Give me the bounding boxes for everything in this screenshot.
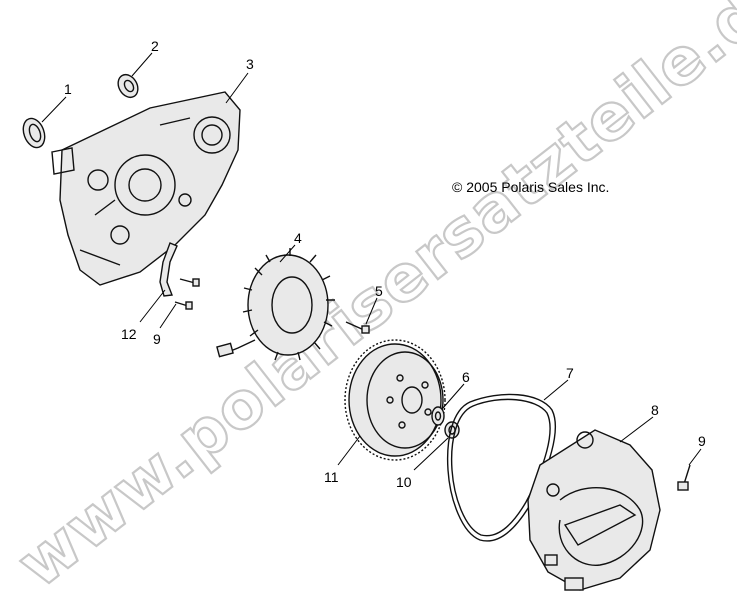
part-5-bolt — [345, 321, 370, 334]
callout-11: 11 — [324, 469, 339, 485]
part-8-cover — [527, 429, 661, 591]
leader-lines — [41, 52, 702, 471]
callout-5: 5 — [375, 283, 383, 299]
callout-4: 4 — [294, 230, 302, 246]
part-7-gasket — [446, 393, 556, 542]
callout-10: 10 — [396, 474, 412, 490]
part-12-clip — [159, 242, 178, 297]
callout-2: 2 — [151, 38, 159, 54]
part-4-stator — [216, 248, 335, 361]
callout-9-left: 9 — [153, 331, 161, 347]
callout-7: 7 — [566, 365, 574, 381]
part-3-case-cover — [51, 91, 241, 286]
callout-6: 6 — [462, 369, 470, 385]
callout-1: 1 — [64, 81, 72, 97]
part-2-washer — [117, 73, 139, 99]
part-6-washer — [431, 406, 445, 426]
callout-12: 12 — [121, 326, 137, 342]
part-9-bolt-left — [174, 278, 200, 310]
part-9-bolt-right — [677, 464, 691, 491]
copyright-notice: © 2005 Polaris Sales Inc. — [452, 179, 609, 195]
part-11-flywheel — [344, 339, 446, 461]
callout-3: 3 — [246, 56, 254, 72]
part-1-seal — [22, 117, 46, 149]
callout-8: 8 — [651, 402, 659, 418]
callout-9-right: 9 — [698, 433, 706, 449]
